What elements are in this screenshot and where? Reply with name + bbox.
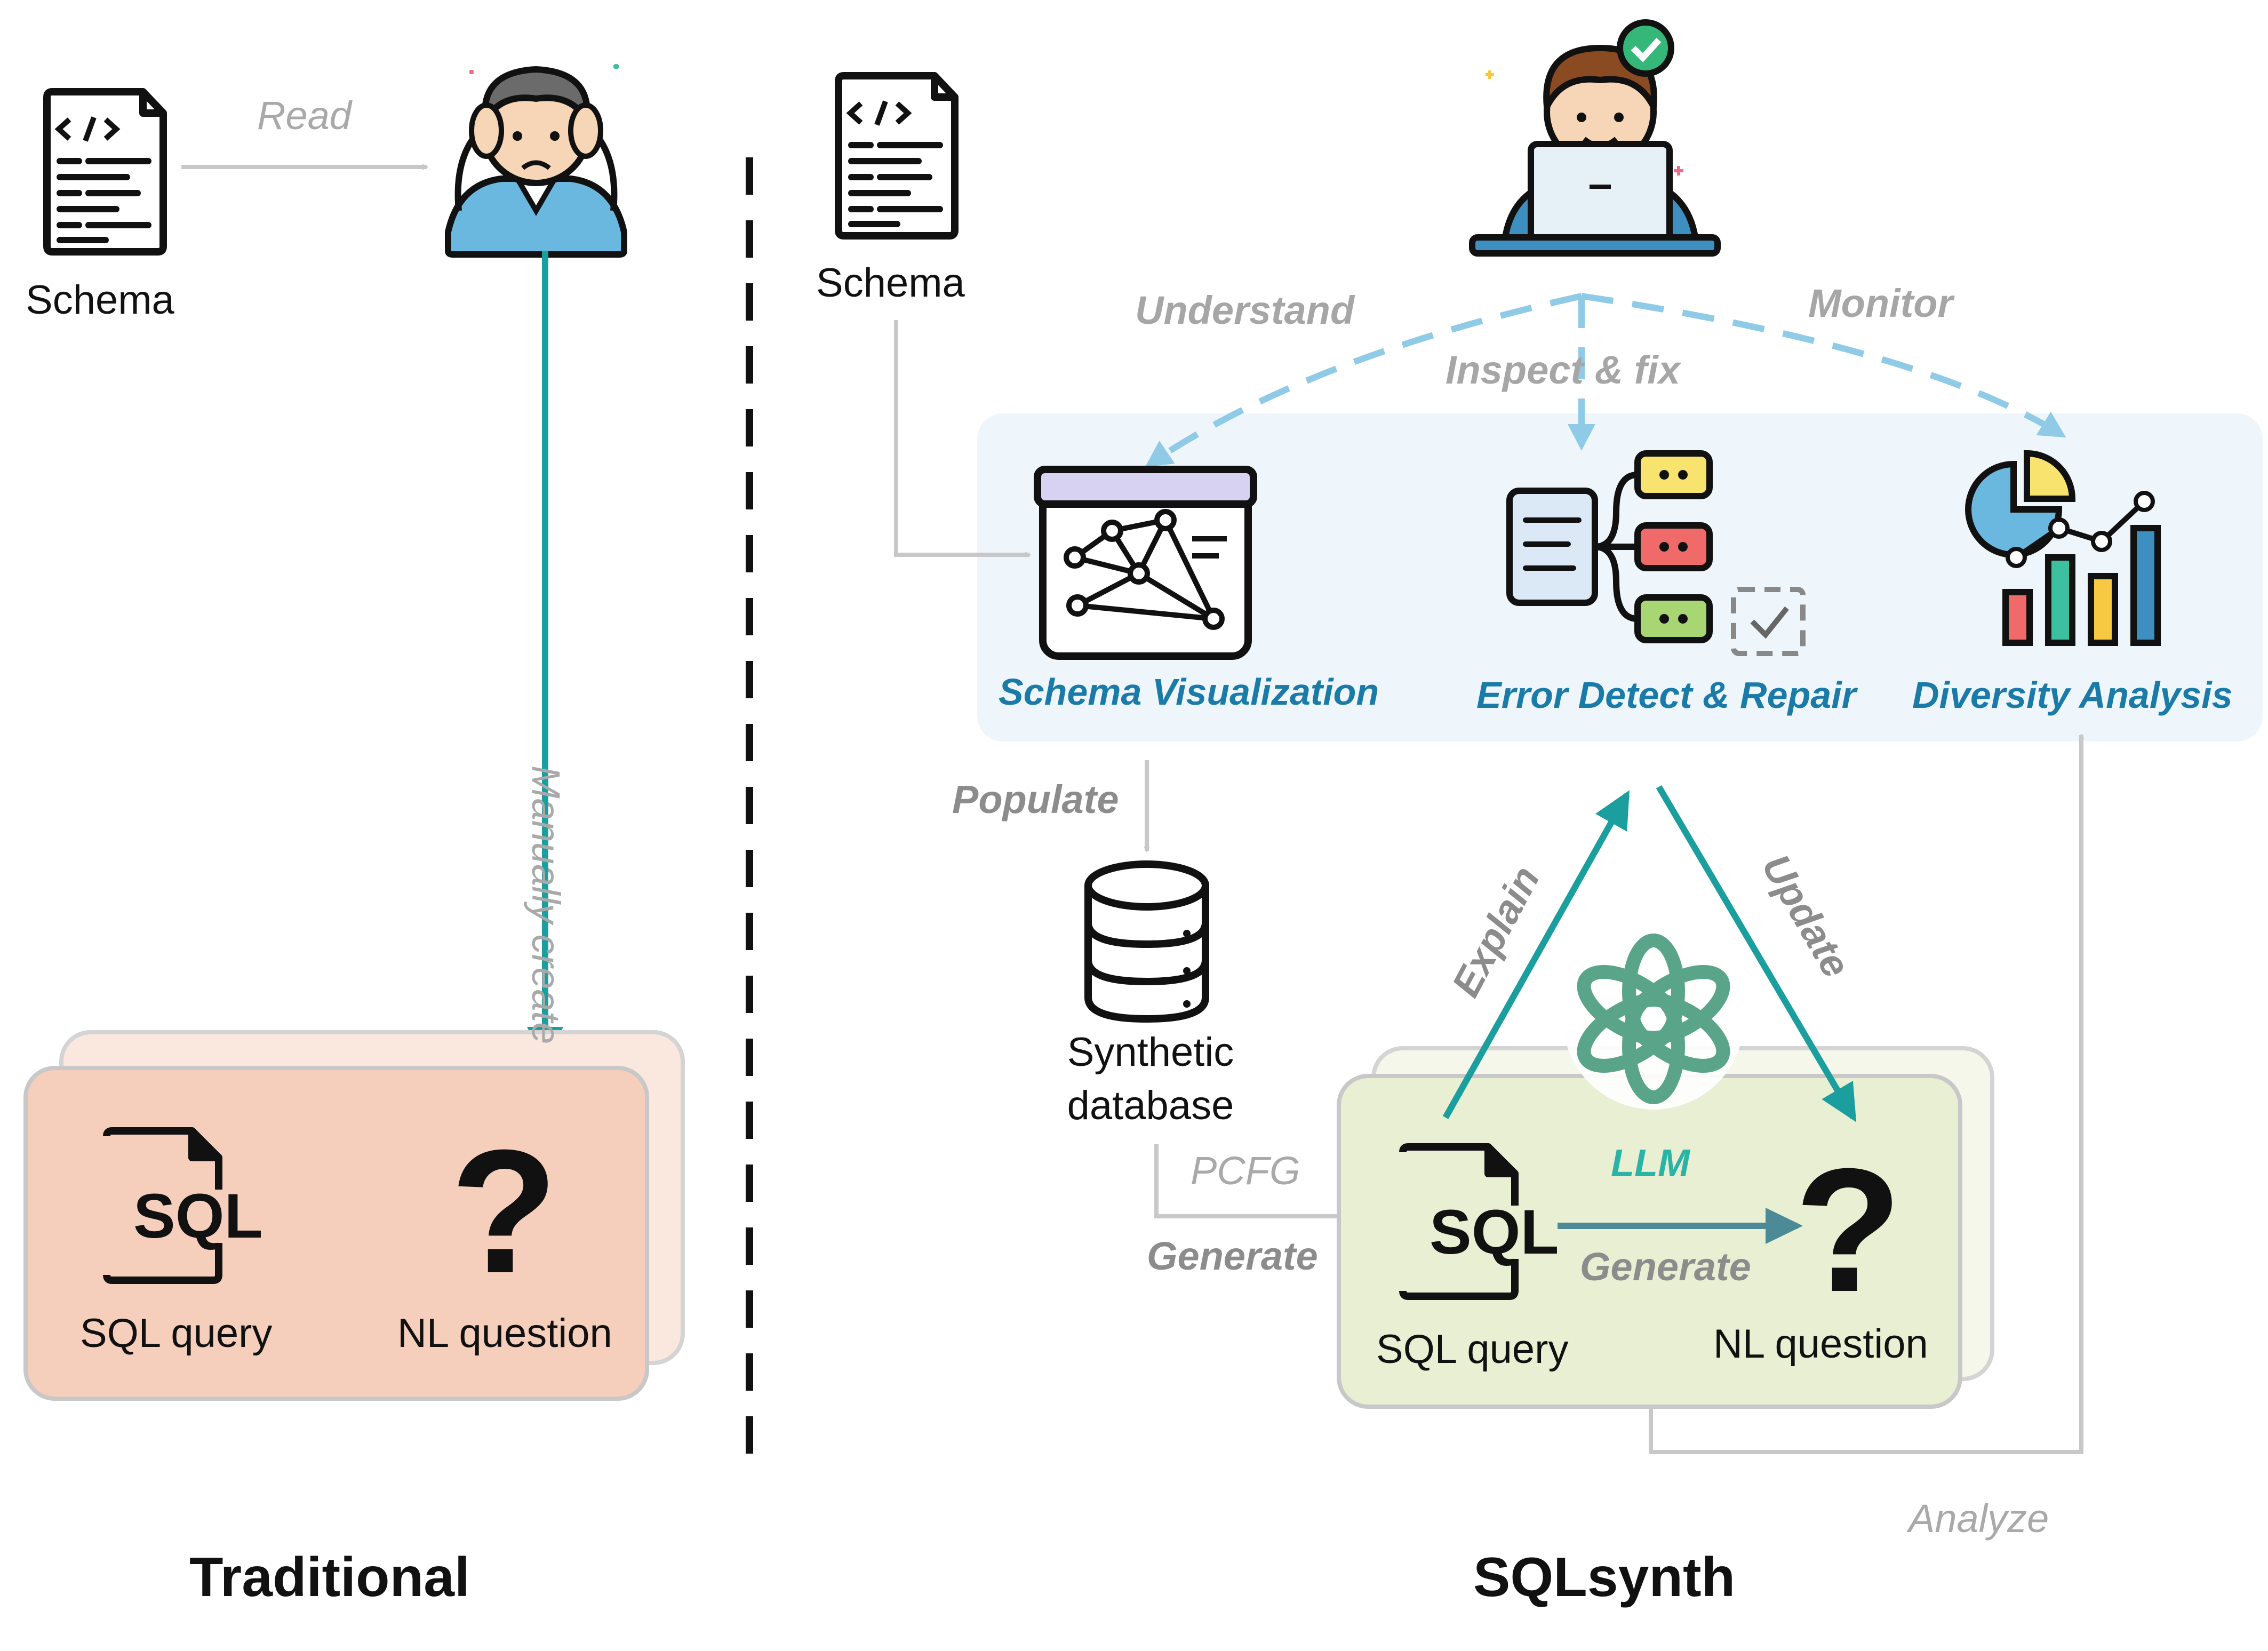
pcfg-label: PCFG [1191, 1148, 1300, 1193]
monitor-label: Monitor [1808, 281, 1953, 325]
question-mark-icon: ? [450, 1113, 558, 1310]
analyze-label: Analyze [1908, 1496, 2049, 1541]
sqlsynth-title: SQLsynth [1473, 1546, 1736, 1608]
traditional-schema-label: Schema [26, 277, 174, 323]
llm-logo-icon [1563, 928, 1744, 1110]
database-label-line2: database [1067, 1083, 1234, 1128]
understand-label: Understand [1135, 288, 1355, 332]
question-mark-icon-synth: ? [1794, 1131, 1902, 1328]
traditional-sql-label: SQL query [80, 1311, 273, 1356]
explain-arrow [1442, 790, 1630, 1119]
sqlsynth-sql-label: SQL query [1376, 1327, 1569, 1372]
user-at-laptop-icon [1469, 19, 1721, 257]
understand-arrow [1145, 293, 1583, 467]
populate-label: Populate [952, 777, 1119, 821]
traditional-title: Traditional [189, 1546, 470, 1608]
sql-file-icon-synth: SQL [1399, 1143, 1559, 1300]
bar-pie-chart-icon [1965, 450, 2161, 646]
sqlsynth-nl-label: NL question [1713, 1321, 1928, 1367]
llm-label: LLM [1611, 1142, 1690, 1185]
schema-document-icon-right [835, 72, 959, 240]
database-label-line1: Synthetic [1067, 1030, 1234, 1075]
sql-icon-text-synth: SQL [1430, 1197, 1559, 1267]
analyze-arrow [1649, 735, 2081, 1454]
sqlsynth-schema-label: Schema [816, 260, 965, 306]
manual-create-label: Manually create [524, 765, 568, 1044]
graph-board-icon [1034, 466, 1257, 660]
read-label: Read [257, 93, 352, 138]
stressed-person-icon [445, 64, 627, 258]
traditional-nl-label: NL question [397, 1311, 612, 1356]
database-icon [1084, 860, 1209, 1023]
schema-to-visualization-arrow [894, 320, 1029, 555]
error-detect-repair-label: Error Detect & Repair [1476, 674, 1856, 716]
modules-panel [977, 413, 2263, 741]
schema-document-icon [43, 88, 167, 256]
diversity-analysis-label: Diversity Analysis [1912, 674, 2233, 716]
traditional-card [23, 1066, 649, 1401]
generate-sql-arrow [1154, 1144, 1392, 1216]
sql-icon-text: SQL [133, 1181, 263, 1251]
sql-file-icon: SQL [103, 1127, 263, 1284]
update-arrow [1656, 785, 1857, 1122]
inspect-fix-label: Inspect & fix [1446, 348, 1680, 392]
tree-check-icon [1506, 450, 1806, 656]
generate-nl-label: Generate [1580, 1245, 1751, 1289]
generate-sql-label: Generate [1147, 1234, 1318, 1278]
schema-visualization-label: Schema Visualization [999, 671, 1379, 713]
